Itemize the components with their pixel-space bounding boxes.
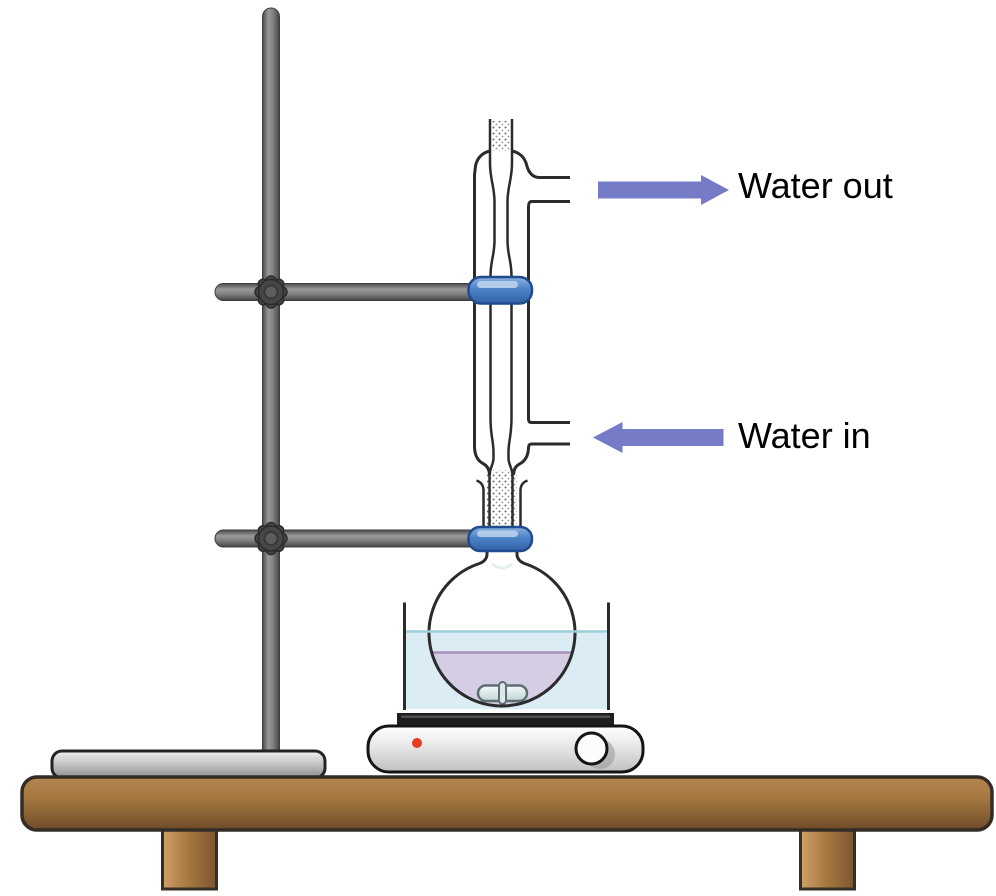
flask-neck-clamp — [467, 525, 534, 553]
flask-outline — [427, 548, 577, 708]
hot-plate-knob[interactable] — [574, 731, 609, 766]
boss-knob-lower-icon — [254, 521, 288, 556]
stand-rod — [262, 7, 280, 759]
hot-plate-indicator-light — [412, 738, 422, 748]
flask-joint-socket — [476, 479, 528, 526]
hot-plate-body — [366, 724, 645, 774]
vapor-stipple-top — [492, 121, 510, 151]
table-top — [20, 775, 994, 832]
condenser-inlet-arm — [512, 442, 570, 476]
condenser-clamp — [467, 275, 534, 305]
stir-bar — [476, 681, 529, 705]
table-leg-right — [799, 826, 856, 891]
table — [20, 775, 994, 891]
stand-base — [50, 749, 327, 780]
hot-plate — [366, 713, 645, 774]
water-bath-walls — [403, 602, 610, 710]
table-leg-left — [161, 826, 218, 891]
water-in-label: Water in — [738, 415, 871, 456]
condenser-jacket-right — [527, 200, 570, 424]
condenser-jacket-left — [473, 149, 491, 476]
condenser — [473, 119, 570, 526]
boss-knob-upper-icon — [254, 275, 288, 309]
hot-plate-top — [397, 713, 614, 726]
flask-neck-highlight — [491, 562, 513, 570]
water-out-label: Water out — [738, 165, 893, 206]
water-in-arrow-icon — [593, 422, 724, 453]
condenser-inner-tube — [488, 119, 514, 526]
water-out-arrow-icon — [598, 175, 729, 205]
condenser-outlet-arm — [511, 149, 570, 179]
